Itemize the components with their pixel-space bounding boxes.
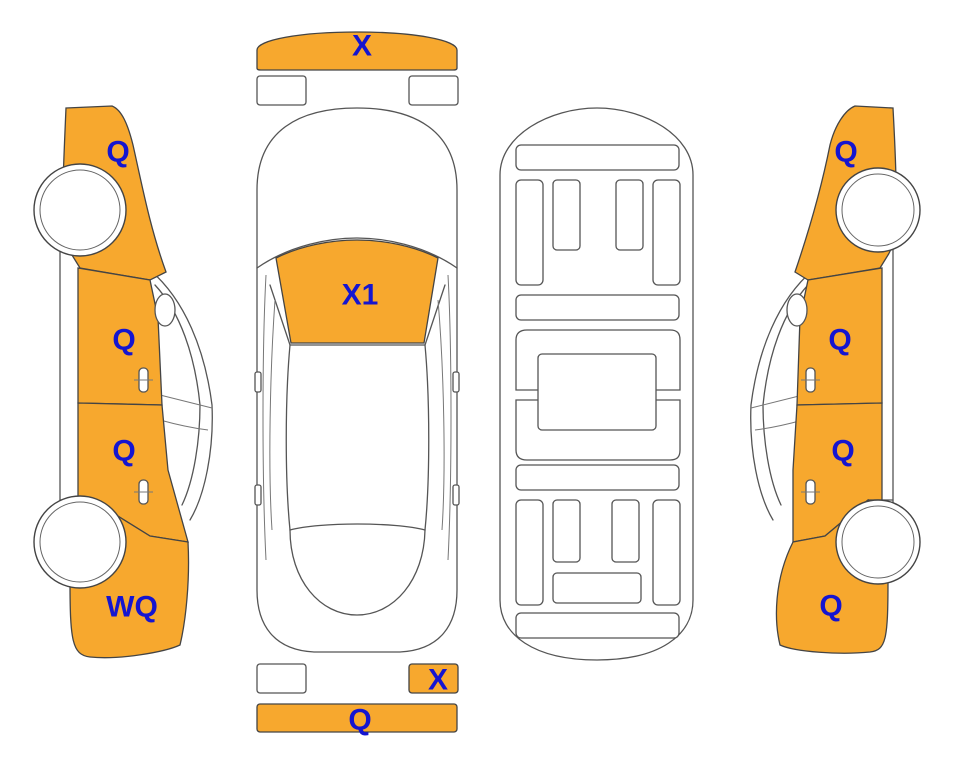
right-front-door-label: Q [828, 324, 851, 357]
windshield-panel[interactable] [275, 239, 439, 344]
left-rear-door-handle-icon [134, 479, 153, 505]
front-bumper-panel[interactable] [256, 31, 458, 71]
right-front-door-panel[interactable] [796, 267, 883, 406]
windshield-label: X1 [342, 279, 379, 312]
right-rear-quarter-label: Q [819, 590, 842, 623]
left-front-door-label: Q [112, 324, 135, 357]
left-rear-door-label: Q [112, 435, 135, 468]
right-side-view: Q Q Q Q [750, 105, 921, 654]
front-bumper-label: X [352, 30, 372, 63]
left-front-wheel-icon [33, 163, 127, 257]
rear-right-light-label: X [428, 664, 448, 697]
rear-left-light[interactable] [256, 663, 307, 694]
rear-bumper-label: Q [348, 704, 371, 737]
left-side-view: Q Q Q WQ [33, 105, 213, 659]
left-rear-wheel-icon [33, 495, 127, 589]
top-view: X X1 X Q [254, 30, 460, 737]
right-rear-wheel-icon [835, 499, 921, 585]
left-rear-quarter-label: WQ [106, 591, 158, 624]
right-rear-door-label: Q [831, 435, 854, 468]
front-left-light[interactable] [256, 75, 307, 106]
underbody-view [499, 107, 694, 661]
rear-right-light-panel[interactable] [408, 663, 459, 694]
rear-bumper-panel[interactable] [256, 703, 458, 733]
front-right-light[interactable] [408, 75, 459, 106]
right-rear-door-handle-icon [801, 479, 820, 505]
right-front-wheel-icon [835, 167, 921, 253]
right-front-door-handle-icon [801, 367, 820, 393]
left-front-fender-label: Q [106, 136, 129, 169]
right-front-fender-label: Q [834, 136, 857, 169]
left-front-door-handle-icon [134, 367, 153, 393]
